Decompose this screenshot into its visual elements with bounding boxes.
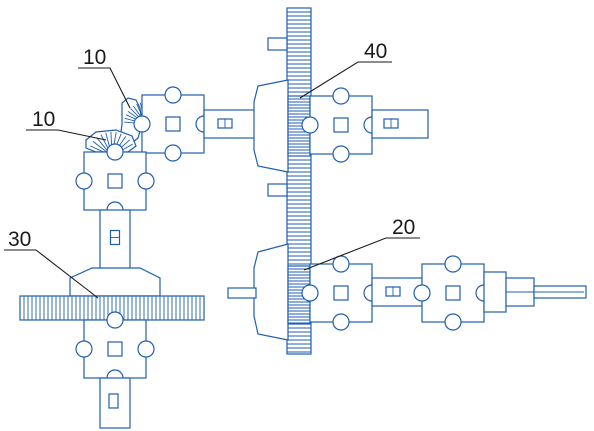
pinion-upper-right	[287, 95, 311, 157]
axle-collar	[483, 271, 507, 313]
connector-block-lower-left	[75, 311, 155, 387]
callout-bevel-gear-top: 10	[78, 46, 131, 109]
shaft-slot	[385, 286, 401, 297]
shaft-slot	[108, 393, 119, 409]
gear-stub	[267, 183, 288, 197]
gear-hub-upper-right	[253, 79, 289, 173]
callout-bevel-gear-side: 10	[26, 108, 107, 141]
left-assembly	[19, 86, 257, 429]
gear-hub-lower-right	[253, 243, 289, 341]
connector-block-lower-right-2	[413, 255, 493, 331]
axle-tip-left	[227, 287, 257, 299]
callout-gear-large: 40	[299, 40, 392, 99]
gear-hub-lower-left	[69, 267, 161, 297]
label-gear-pinion: 20	[392, 216, 415, 239]
shaft-slot	[109, 229, 121, 246]
bevel-tooth-line	[92, 141, 108, 153]
shaft-slot	[217, 118, 233, 129]
callout-gear-pinion: 20	[303, 216, 420, 271]
connector-block-upper-right	[301, 87, 381, 163]
callout-gear-lower-left: 30	[4, 228, 99, 299]
label-gear-large: 40	[364, 40, 387, 63]
connector-block-middle-left	[75, 143, 155, 219]
gear-stub	[267, 37, 288, 51]
label-bevel-gear-side: 10	[32, 108, 55, 131]
label-gear-lower-left: 30	[8, 228, 31, 251]
shaft-slot	[383, 118, 399, 129]
right-assembly	[227, 7, 587, 355]
bevel-tooth-line	[96, 137, 109, 152]
connector-block-upper-left	[133, 86, 213, 162]
label-bevel-gear-top: 10	[83, 46, 106, 69]
shaft-upper-left	[203, 109, 257, 139]
shaft-upper-right	[371, 109, 429, 139]
connector-block-lower-right-1	[301, 255, 381, 331]
